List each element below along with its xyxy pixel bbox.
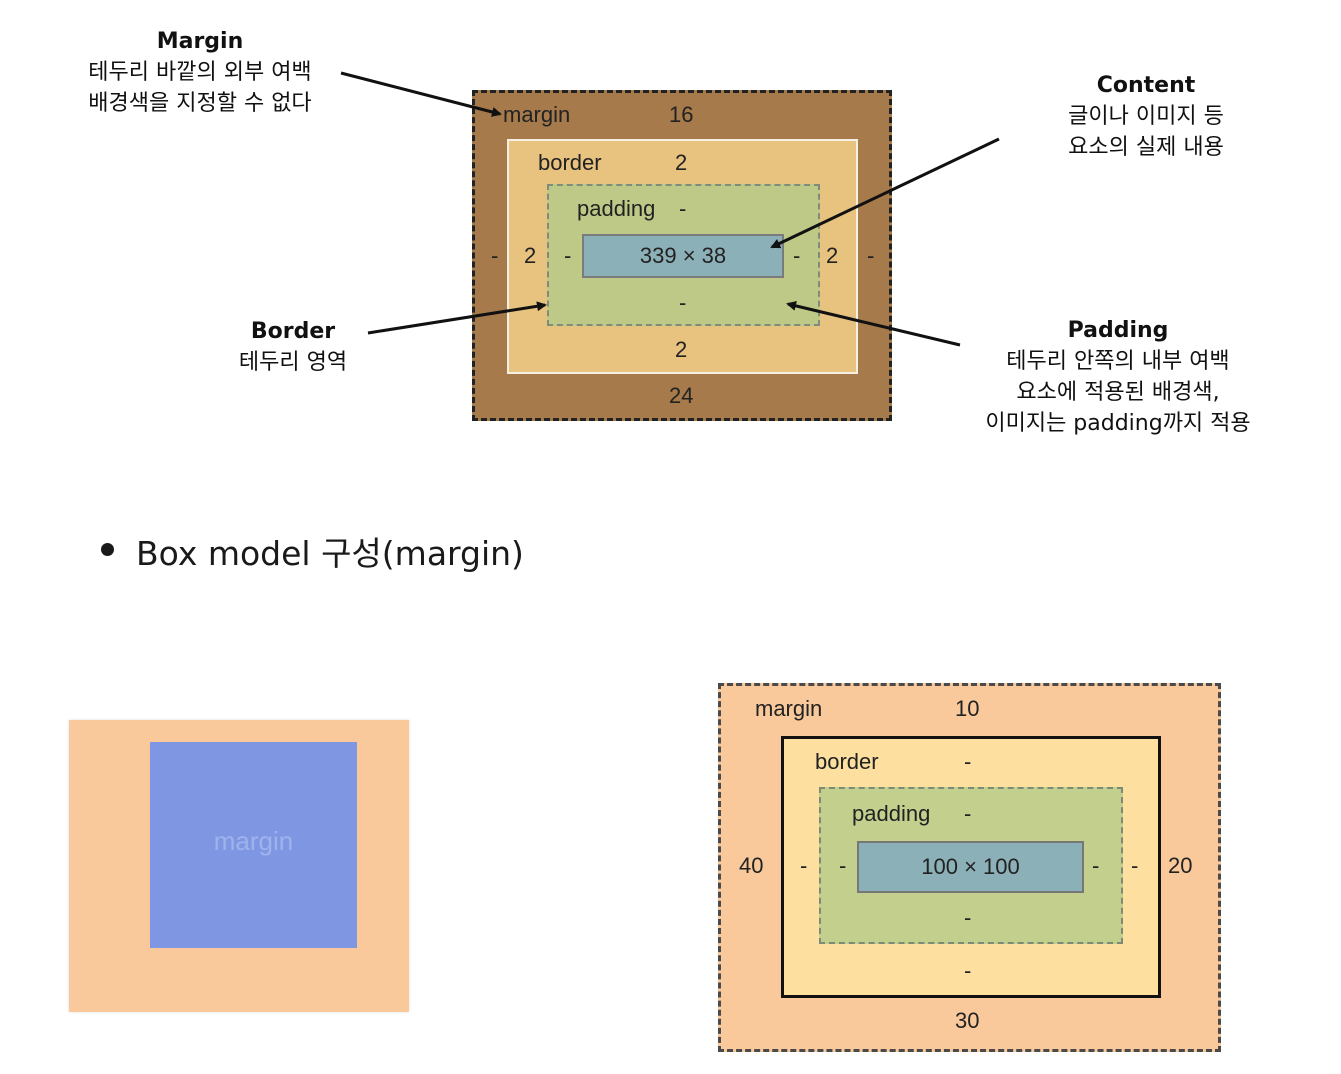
bottom-margin-top-value: 10 xyxy=(955,696,980,721)
padding-callout-title: Padding xyxy=(1067,318,1169,343)
bottom-border-bottom-value: - xyxy=(964,958,972,983)
callout-arrows xyxy=(340,71,1000,347)
padding-callout-line: 요소에 적용된 배경색, xyxy=(1016,380,1220,405)
bottom-border-right-value: - xyxy=(1131,853,1139,878)
bottom-content-box: 100 × 100 xyxy=(857,841,1084,893)
content-callout-title: Content xyxy=(1096,73,1196,98)
bottom-border-label: border xyxy=(815,749,879,774)
content-callout-line: 요소의 실제 내용 xyxy=(1068,135,1224,160)
top-border-bottom-value: 2 xyxy=(675,337,688,362)
top-margin-left-value: - xyxy=(491,243,499,268)
top-content-box: 339 × 38 xyxy=(582,234,784,278)
bottom-padding-right-value: - xyxy=(1092,853,1100,878)
top-padding-left-value: - xyxy=(564,243,572,268)
top-margin-bottom-value: 24 xyxy=(669,383,694,408)
margin-arrow xyxy=(340,71,502,117)
bottom-border-top-value: - xyxy=(964,749,972,774)
bottom-padding-top-value: - xyxy=(964,801,972,826)
content-arrow xyxy=(770,137,1000,249)
bullet-text: Box model 구성(margin) xyxy=(136,534,524,573)
top-padding-bottom-value: - xyxy=(679,290,687,315)
margin-callout-line: 테두리 바깥의 외부 여백 xyxy=(88,60,312,85)
top-border-left-value: 2 xyxy=(524,243,537,268)
top-margin-label: margin xyxy=(503,102,571,127)
margin-demo-label: margin xyxy=(213,826,294,856)
bottom-margin-bottom-value: 30 xyxy=(955,1008,980,1033)
top-border-top-value: 2 xyxy=(675,150,688,175)
border-arrow xyxy=(367,301,547,335)
bottom-margin-right-value: 20 xyxy=(1168,853,1193,878)
padding-callout: Padding 테두리 안쪽의 내부 여백 요소에 적용된 배경색, 이미지는 … xyxy=(958,315,1278,439)
top-padding-right-value: - xyxy=(793,243,801,268)
content-callout: Content 글이나 이미지 등 요소의 실제 내용 xyxy=(1026,70,1266,163)
bottom-border-left-value: - xyxy=(800,853,808,878)
border-callout: Border 테두리 영역 xyxy=(208,316,378,378)
border-callout-title: Border xyxy=(250,319,336,344)
margin-callout-title: Margin xyxy=(156,29,244,54)
top-padding-top-value: - xyxy=(679,196,687,221)
bottom-margin-left-value: 40 xyxy=(739,853,764,878)
bottom-padding-left-value: - xyxy=(839,853,847,878)
top-padding-label: padding xyxy=(577,196,656,221)
bottom-padding-label: padding xyxy=(852,801,931,826)
padding-callout-line: 이미지는 padding까지 적용 xyxy=(985,411,1251,436)
padding-callout-line: 테두리 안쪽의 내부 여백 xyxy=(1006,349,1230,374)
top-border-label: border xyxy=(538,150,602,175)
content-callout-line: 글이나 이미지 등 xyxy=(1068,104,1224,129)
top-margin-top-value: 16 xyxy=(669,102,694,127)
bottom-padding-bottom-value: - xyxy=(964,905,972,930)
margin-callout: Margin 테두리 바깥의 외부 여백 배경색을 지정할 수 없다 xyxy=(60,26,340,119)
margin-callout-line: 배경색을 지정할 수 없다 xyxy=(88,91,312,116)
margin-demo-inner xyxy=(150,742,357,948)
border-callout-line: 테두리 영역 xyxy=(238,350,348,375)
top-margin-right-value: - xyxy=(867,243,875,268)
padding-arrow xyxy=(786,300,961,347)
bottom-margin-label: margin xyxy=(755,696,823,721)
top-border-right-value: 2 xyxy=(826,243,839,268)
bullet-dot xyxy=(101,543,114,556)
